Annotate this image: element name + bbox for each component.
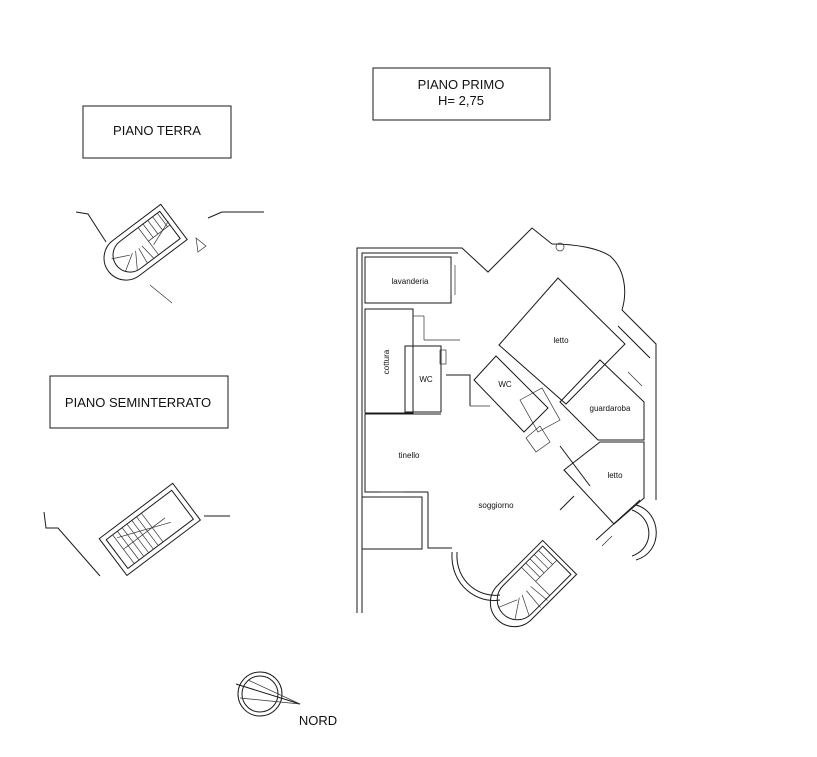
first-floor-title: PIANO PRIMO bbox=[418, 77, 505, 92]
room-label-cooking: cottura bbox=[382, 349, 391, 374]
basement-title-box: PIANO SEMINTERRATO bbox=[49, 375, 229, 429]
wc-2-outline bbox=[473, 355, 549, 433]
north-label: NORD bbox=[299, 713, 337, 728]
room-label-wc-2: WC bbox=[498, 380, 512, 389]
basement-title: PIANO SEMINTERRATO bbox=[65, 395, 211, 410]
basement-stair-plan bbox=[43, 482, 230, 577]
bedroom-2-outline bbox=[563, 441, 645, 525]
room-label-kitchenette: tinello bbox=[399, 451, 420, 460]
room-label-laundry: lavanderia bbox=[392, 277, 429, 286]
ground-floor-stair-plan bbox=[75, 203, 264, 304]
first-floor-plan: lavanderia cottura WC tinello soggiorno … bbox=[356, 227, 657, 628]
wc-1-outline bbox=[404, 345, 442, 413]
room-label-wc-1: WC bbox=[419, 375, 433, 384]
room-label-wardrobe: guardaroba bbox=[590, 404, 631, 413]
north-arrow bbox=[235, 671, 301, 717]
ground-floor-title-box: PIANO TERRA bbox=[82, 105, 232, 159]
wardrobe-outline bbox=[559, 359, 645, 441]
room-label-bedroom-1: letto bbox=[553, 336, 569, 345]
first-floor-spiral-stair bbox=[489, 539, 578, 628]
first-floor-title-box: PIANO PRIMO H= 2,75 bbox=[372, 67, 551, 121]
bedroom-1-outline bbox=[498, 277, 626, 405]
room-label-living: soggiorno bbox=[478, 501, 514, 510]
cooking-room-outline bbox=[364, 308, 414, 414]
ground-floor-title: PIANO TERRA bbox=[113, 123, 201, 138]
first-floor-height: H= 2,75 bbox=[438, 93, 484, 108]
room-label-bedroom-2: letto bbox=[607, 471, 623, 480]
